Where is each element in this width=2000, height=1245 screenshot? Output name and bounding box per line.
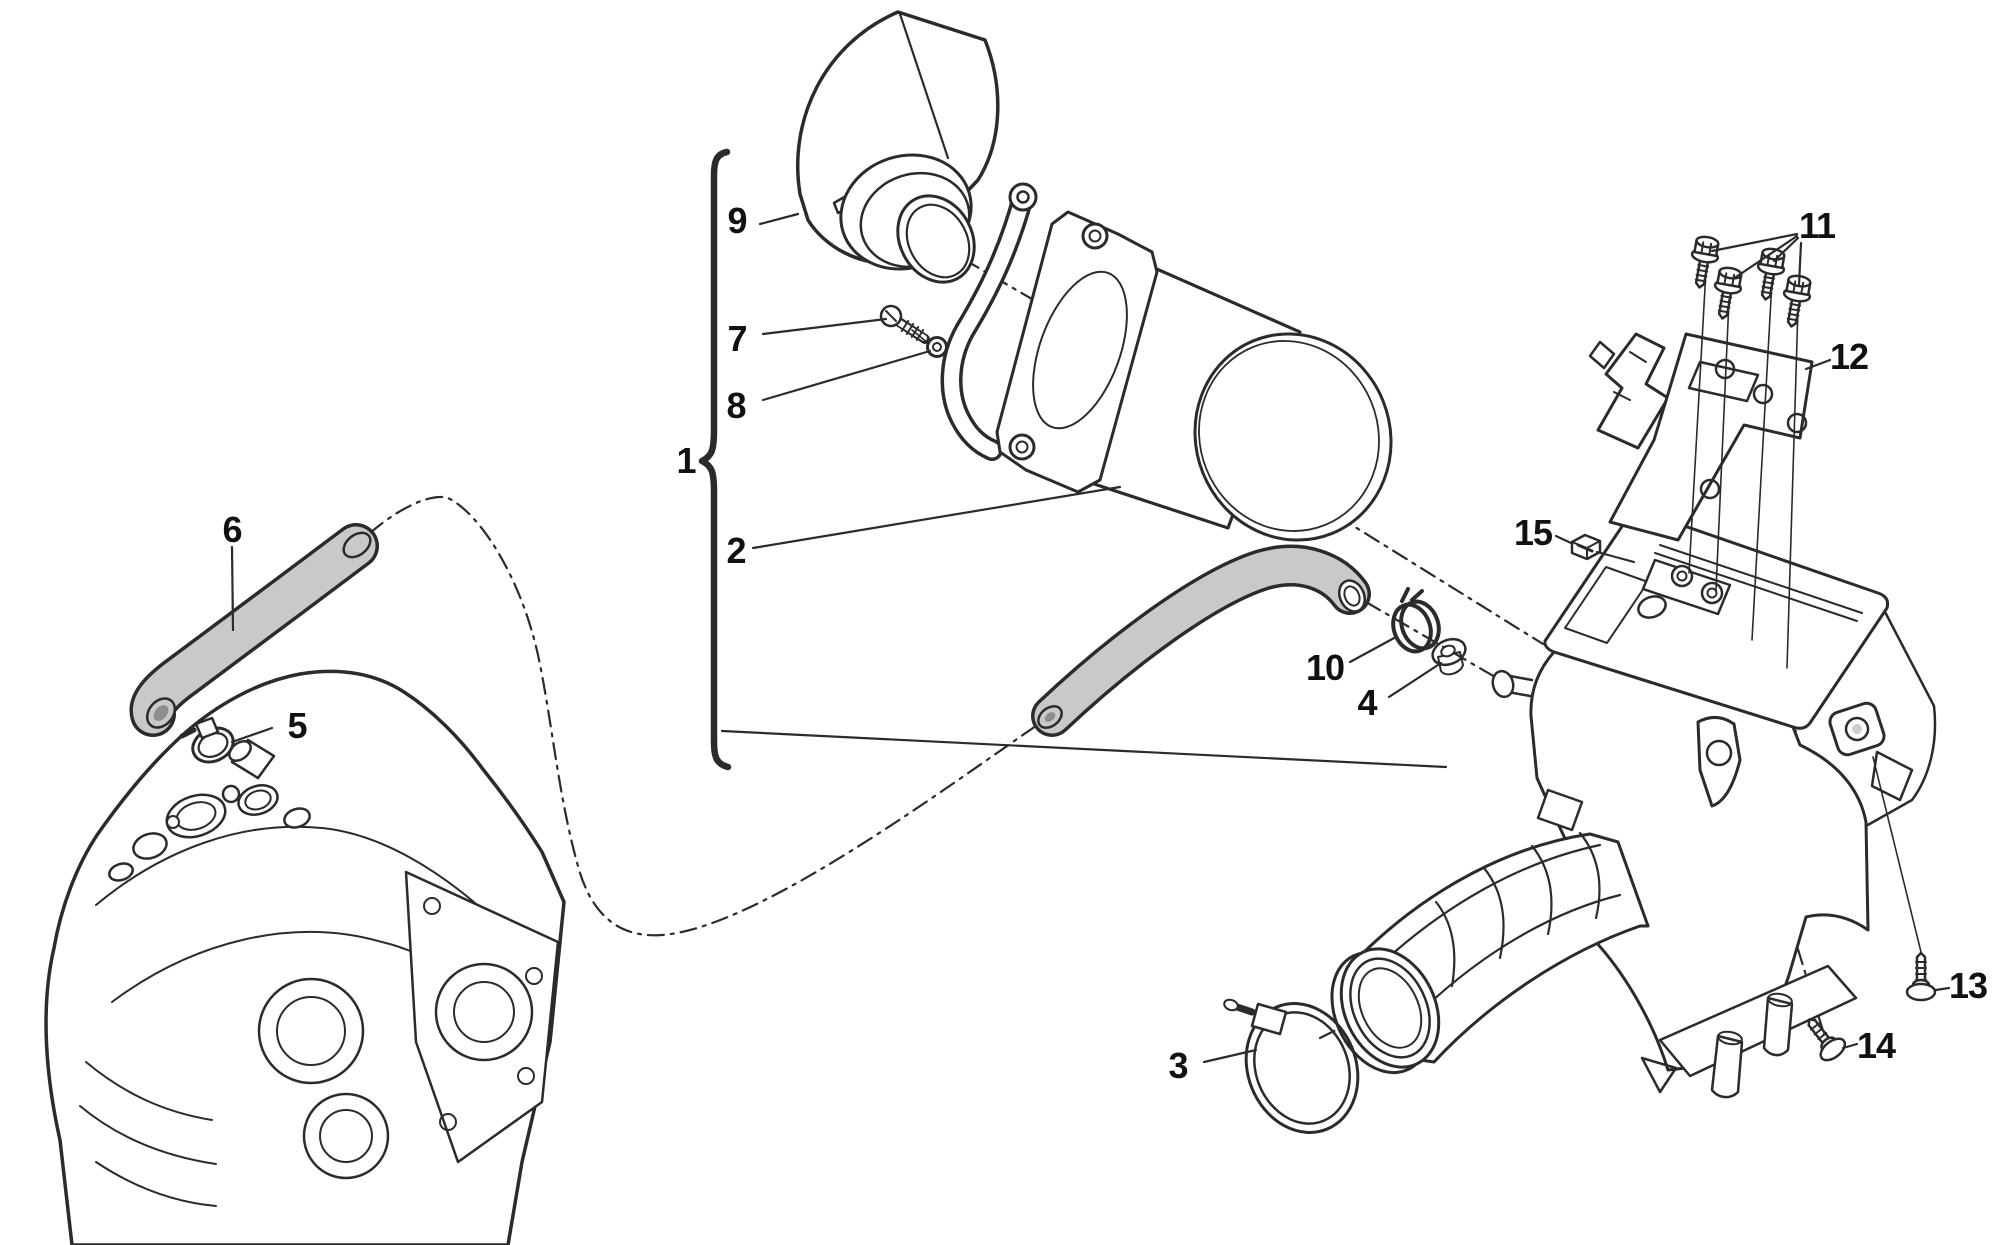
callout-2: 2 <box>726 530 746 571</box>
callout-12-label: 12 <box>1829 336 1869 377</box>
callout-6-label: 6 <box>222 509 242 550</box>
airbox-drain-hose-drawing <box>1031 544 1371 737</box>
callout-10: 10 <box>1305 647 1345 688</box>
callout-12: 12 <box>1829 336 1869 377</box>
clip-nut-15-drawing <box>1570 533 1602 561</box>
intake-funnel-9-drawing <box>795 10 1000 284</box>
filter-strap-bracket-drawing <box>940 182 1038 461</box>
engine-cylinder-head-drawing <box>44 669 566 1245</box>
filter-to-airbox-centerline <box>1223 444 1545 646</box>
filter-end-cap <box>1193 332 1393 542</box>
airbox-front-tab <box>1696 716 1742 808</box>
group-brace-1 <box>698 148 732 771</box>
callout-8-label: 8 <box>726 385 746 426</box>
callout-4: 4 <box>1357 682 1377 723</box>
callout-7: 7 <box>727 318 747 359</box>
air-filter-cartridge-drawing <box>995 210 1393 542</box>
engine-hose-routing-centerline <box>368 495 1048 937</box>
airbox-hinge <box>1637 558 1732 619</box>
airbox-rubber-mount <box>1828 701 1886 757</box>
callout-1-label: 1 <box>676 440 696 481</box>
callout-6: 6 <box>222 509 242 550</box>
leader-lines <box>230 212 1951 1064</box>
alignment-lines <box>911 269 1922 953</box>
callout-13: 13 <box>1948 965 1988 1006</box>
bolts-11-drawing <box>1690 235 1812 328</box>
wire-clamp-10-drawing <box>1391 587 1441 654</box>
callout-5-label: 5 <box>287 705 307 746</box>
callout-5: 5 <box>287 705 307 746</box>
callout-13-label: 13 <box>1948 965 1988 1006</box>
callout-4-label: 4 <box>1357 682 1377 723</box>
airbox-mount-posts <box>1710 992 1794 1099</box>
callout-9: 9 <box>727 200 747 241</box>
valve-cover-ports <box>108 784 311 882</box>
screw-14-drawing <box>1807 1018 1847 1062</box>
airbox-intake-duct <box>1330 831 1650 1074</box>
callout-8: 8 <box>726 385 746 426</box>
hose-clamp-3-drawing <box>1223 998 1360 1134</box>
callout-14-label: 14 <box>1856 1025 1896 1066</box>
callout-11-label: 11 <box>1798 205 1836 246</box>
airbox-drawing <box>1330 510 1937 1099</box>
callout-1: 1 <box>676 440 696 481</box>
filter-flange <box>995 210 1159 494</box>
callout-3: 3 <box>1168 1045 1188 1086</box>
callout-3-label: 3 <box>1168 1045 1188 1086</box>
airbox-bottom-bracket <box>1658 964 1858 1078</box>
breather-hose-6-drawing <box>129 523 379 737</box>
grommet-4-drawing <box>1431 637 1467 676</box>
airbox-outlet-port <box>1491 669 1534 699</box>
callout-14: 14 <box>1856 1025 1896 1066</box>
screw-13-drawing <box>1905 951 1937 1002</box>
callout-15-label: 15 <box>1513 512 1553 553</box>
callout-15: 15 <box>1513 512 1553 553</box>
mounting-bracket-12-drawing <box>1588 332 1814 542</box>
callout-10-label: 10 <box>1305 647 1345 688</box>
washer-8-drawing <box>926 336 948 358</box>
callout-7-label: 7 <box>727 318 747 359</box>
callout-9-label: 9 <box>727 200 747 241</box>
hose-clamp-5-drawing <box>179 716 235 764</box>
callout-2-label: 2 <box>726 530 746 571</box>
callout-11: 11 <box>1798 205 1836 246</box>
cylinder-gasket-face <box>404 870 560 1164</box>
